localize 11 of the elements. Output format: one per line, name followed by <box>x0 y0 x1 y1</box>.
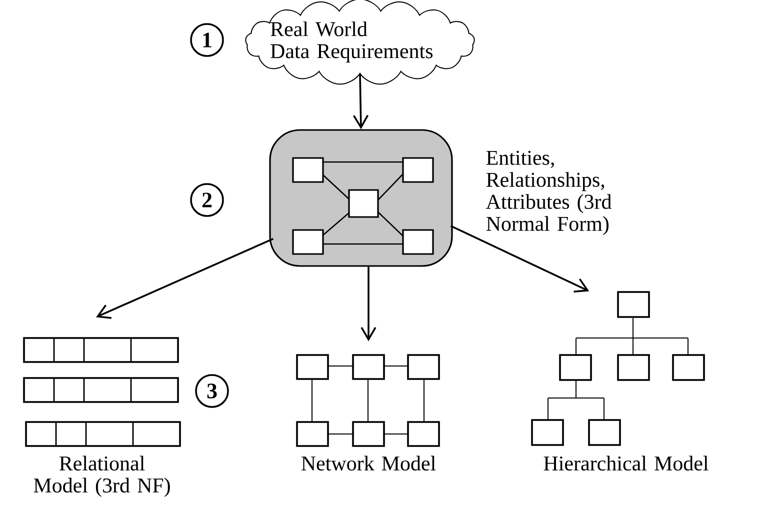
node-label: Relational Model (3rd NF) <box>34 456 170 497</box>
arrow <box>450 225 590 293</box>
cloud: Real World Data Requirements <box>245 0 475 85</box>
node-label: Hierarchical Model <box>544 456 708 471</box>
callout-number: 2 <box>190 183 224 217</box>
callout-number: 3 <box>195 374 229 408</box>
callout-number: 1 <box>190 23 224 57</box>
arrow <box>96 238 274 319</box>
annotation: Entities, Relationships, Attributes (3rd Normal Form) <box>486 150 612 236</box>
arrow <box>360 266 376 342</box>
node-label: Network Model <box>301 456 436 471</box>
